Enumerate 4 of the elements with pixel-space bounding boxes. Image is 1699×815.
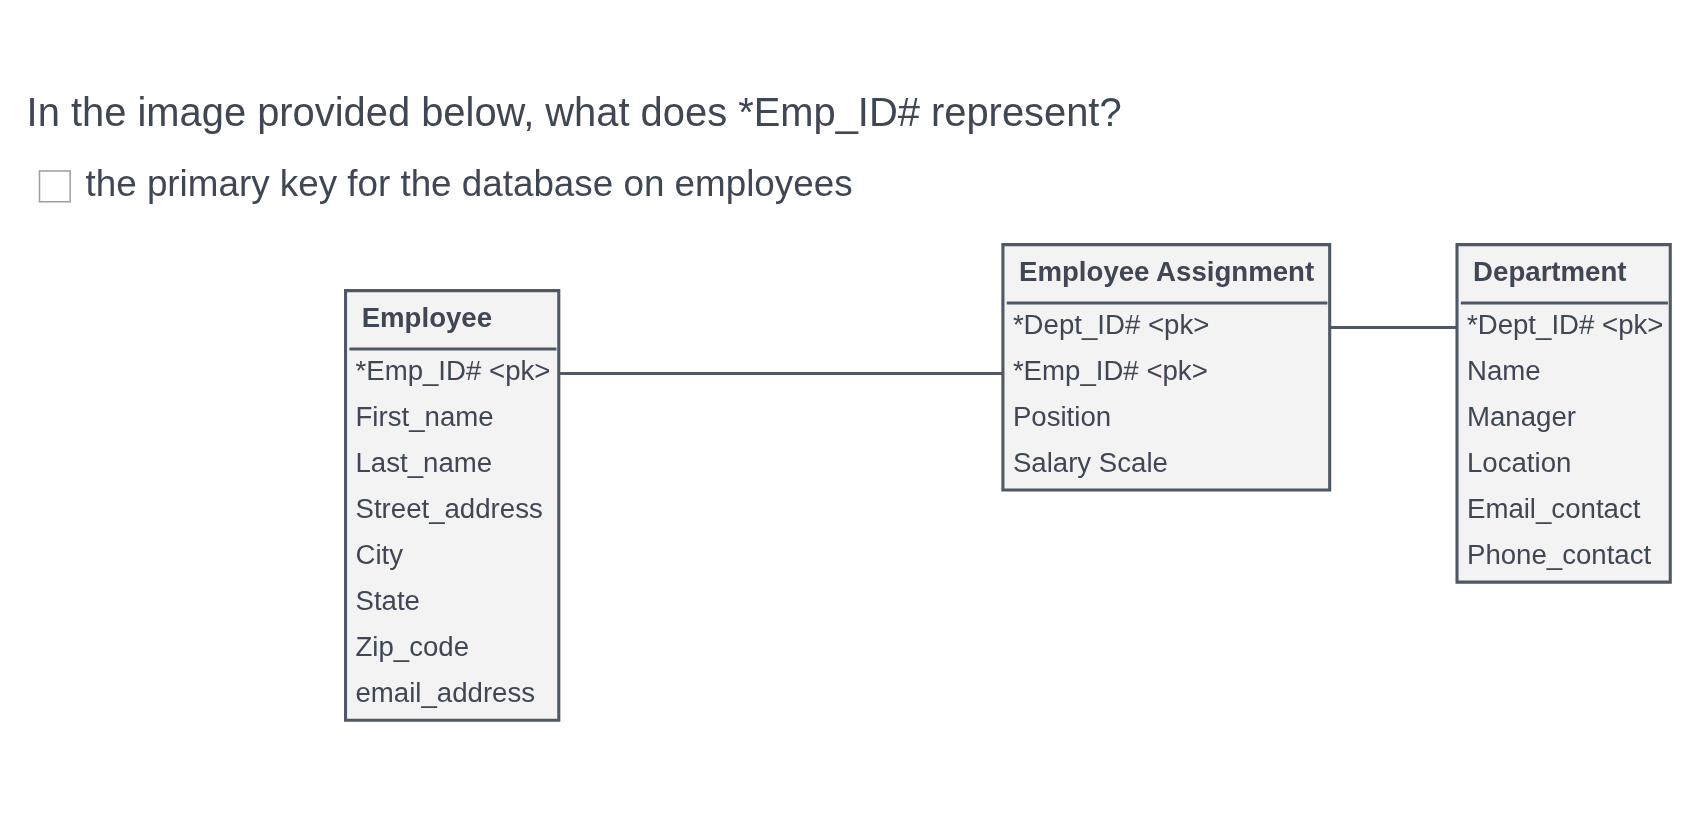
- connector: [559, 371, 1004, 375]
- connector: [1330, 325, 1458, 329]
- diagram-title: In the image provided below, what does *Emp_ID# represent?: [26, 89, 1122, 134]
- label: the primary key for the database on employees: [85, 162, 853, 204]
